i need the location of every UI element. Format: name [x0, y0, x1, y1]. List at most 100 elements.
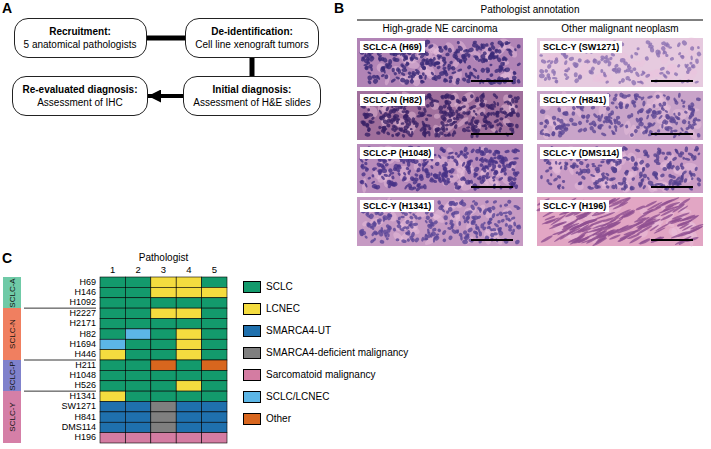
nucleus: [403, 115, 409, 119]
nucleus: [637, 181, 643, 187]
nucleus: [568, 56, 574, 61]
nucleus: [446, 132, 451, 137]
nucleus: [450, 155, 455, 159]
nucleus: [466, 233, 469, 236]
nucleus: [546, 73, 550, 78]
nucleus: [496, 79, 503, 85]
cytoplasm: [653, 91, 662, 104]
nucleus: [630, 79, 637, 86]
nucleus: [491, 159, 496, 164]
nucleus: [668, 178, 674, 184]
scale-bar: [471, 133, 513, 135]
nucleus: [379, 115, 384, 120]
nucleus: [404, 118, 410, 124]
nucleus: [456, 229, 459, 234]
nucleus: [466, 64, 472, 70]
nucleus: [696, 133, 701, 138]
nucleus: [365, 66, 369, 71]
nucleus: [493, 156, 497, 159]
nucleus: [402, 110, 406, 113]
nucleus: [642, 100, 646, 106]
nucleus: [430, 71, 435, 76]
nucleus: [430, 165, 434, 170]
nucleus: [556, 117, 561, 122]
nucleus: [510, 180, 514, 186]
nucleus: [678, 177, 684, 183]
cytoplasm: [673, 165, 687, 176]
nucleus: [494, 170, 498, 174]
nucleus: [646, 114, 650, 120]
nucleus: [481, 43, 486, 49]
nucleus: [564, 111, 569, 116]
nucleus: [380, 66, 385, 71]
nucleus: [428, 131, 430, 137]
nucleus: [461, 56, 468, 63]
nucleus: [466, 126, 471, 129]
nucleus: [560, 122, 567, 129]
histology-image: [537, 144, 703, 194]
nucleus: [483, 157, 488, 162]
nucleus: [448, 76, 453, 80]
nucleus: [575, 164, 579, 168]
nucleus: [653, 104, 656, 108]
nucleus: [490, 205, 496, 211]
nucleus: [448, 151, 454, 155]
nucleus: [545, 159, 550, 165]
nucleus: [493, 118, 500, 123]
nucleus: [465, 167, 472, 173]
nucleus: [420, 62, 424, 66]
nucleus: [484, 126, 488, 130]
nucleus: [448, 167, 455, 174]
nucleus: [651, 122, 656, 128]
nucleus: [633, 93, 639, 97]
nucleus: [466, 79, 471, 84]
nucleus: [443, 57, 446, 62]
nucleus: [609, 121, 613, 126]
nucleus: [613, 118, 617, 122]
nucleus: [629, 185, 635, 191]
nucleus: [504, 150, 510, 154]
nucleus: [623, 61, 629, 67]
nucleus: [544, 119, 549, 124]
nucleus: [458, 232, 463, 237]
nucleus: [600, 177, 603, 181]
nucleus: [387, 212, 393, 217]
nucleus: [403, 55, 408, 60]
nucleus: [563, 72, 568, 77]
nucleus: [562, 180, 566, 184]
nucleus: [645, 73, 651, 78]
nucleus: [515, 123, 519, 128]
nucleus: [432, 227, 437, 231]
nucleus: [668, 151, 672, 156]
histology-image: [537, 35, 703, 88]
scale-bar: [651, 186, 693, 188]
nucleus: [655, 50, 660, 55]
nucleus: [494, 68, 501, 74]
nucleus: [635, 148, 641, 153]
nucleus: [546, 179, 549, 183]
nucleus: [445, 170, 448, 174]
nucleus: [424, 75, 427, 80]
nucleus: [501, 56, 506, 61]
nucleus: [409, 56, 414, 61]
nucleus: [469, 122, 476, 129]
nucleus: [613, 124, 618, 129]
nucleus: [434, 128, 438, 133]
nucleus: [448, 79, 453, 84]
nucleus: [464, 235, 471, 242]
nucleus: [659, 66, 665, 71]
nucleus: [489, 64, 492, 67]
nucleus: [586, 168, 591, 174]
nucleus: [387, 113, 391, 117]
nucleus: [605, 57, 611, 64]
cytoplasm: [375, 62, 387, 74]
nucleus: [442, 111, 447, 117]
nucleus: [516, 207, 521, 211]
nucleus: [461, 77, 467, 82]
nucleus: [695, 146, 699, 152]
nucleus: [372, 75, 377, 79]
nucleus: [405, 129, 411, 135]
nucleus: [504, 223, 508, 227]
nucleus: [405, 110, 411, 116]
nucleus: [368, 55, 375, 62]
